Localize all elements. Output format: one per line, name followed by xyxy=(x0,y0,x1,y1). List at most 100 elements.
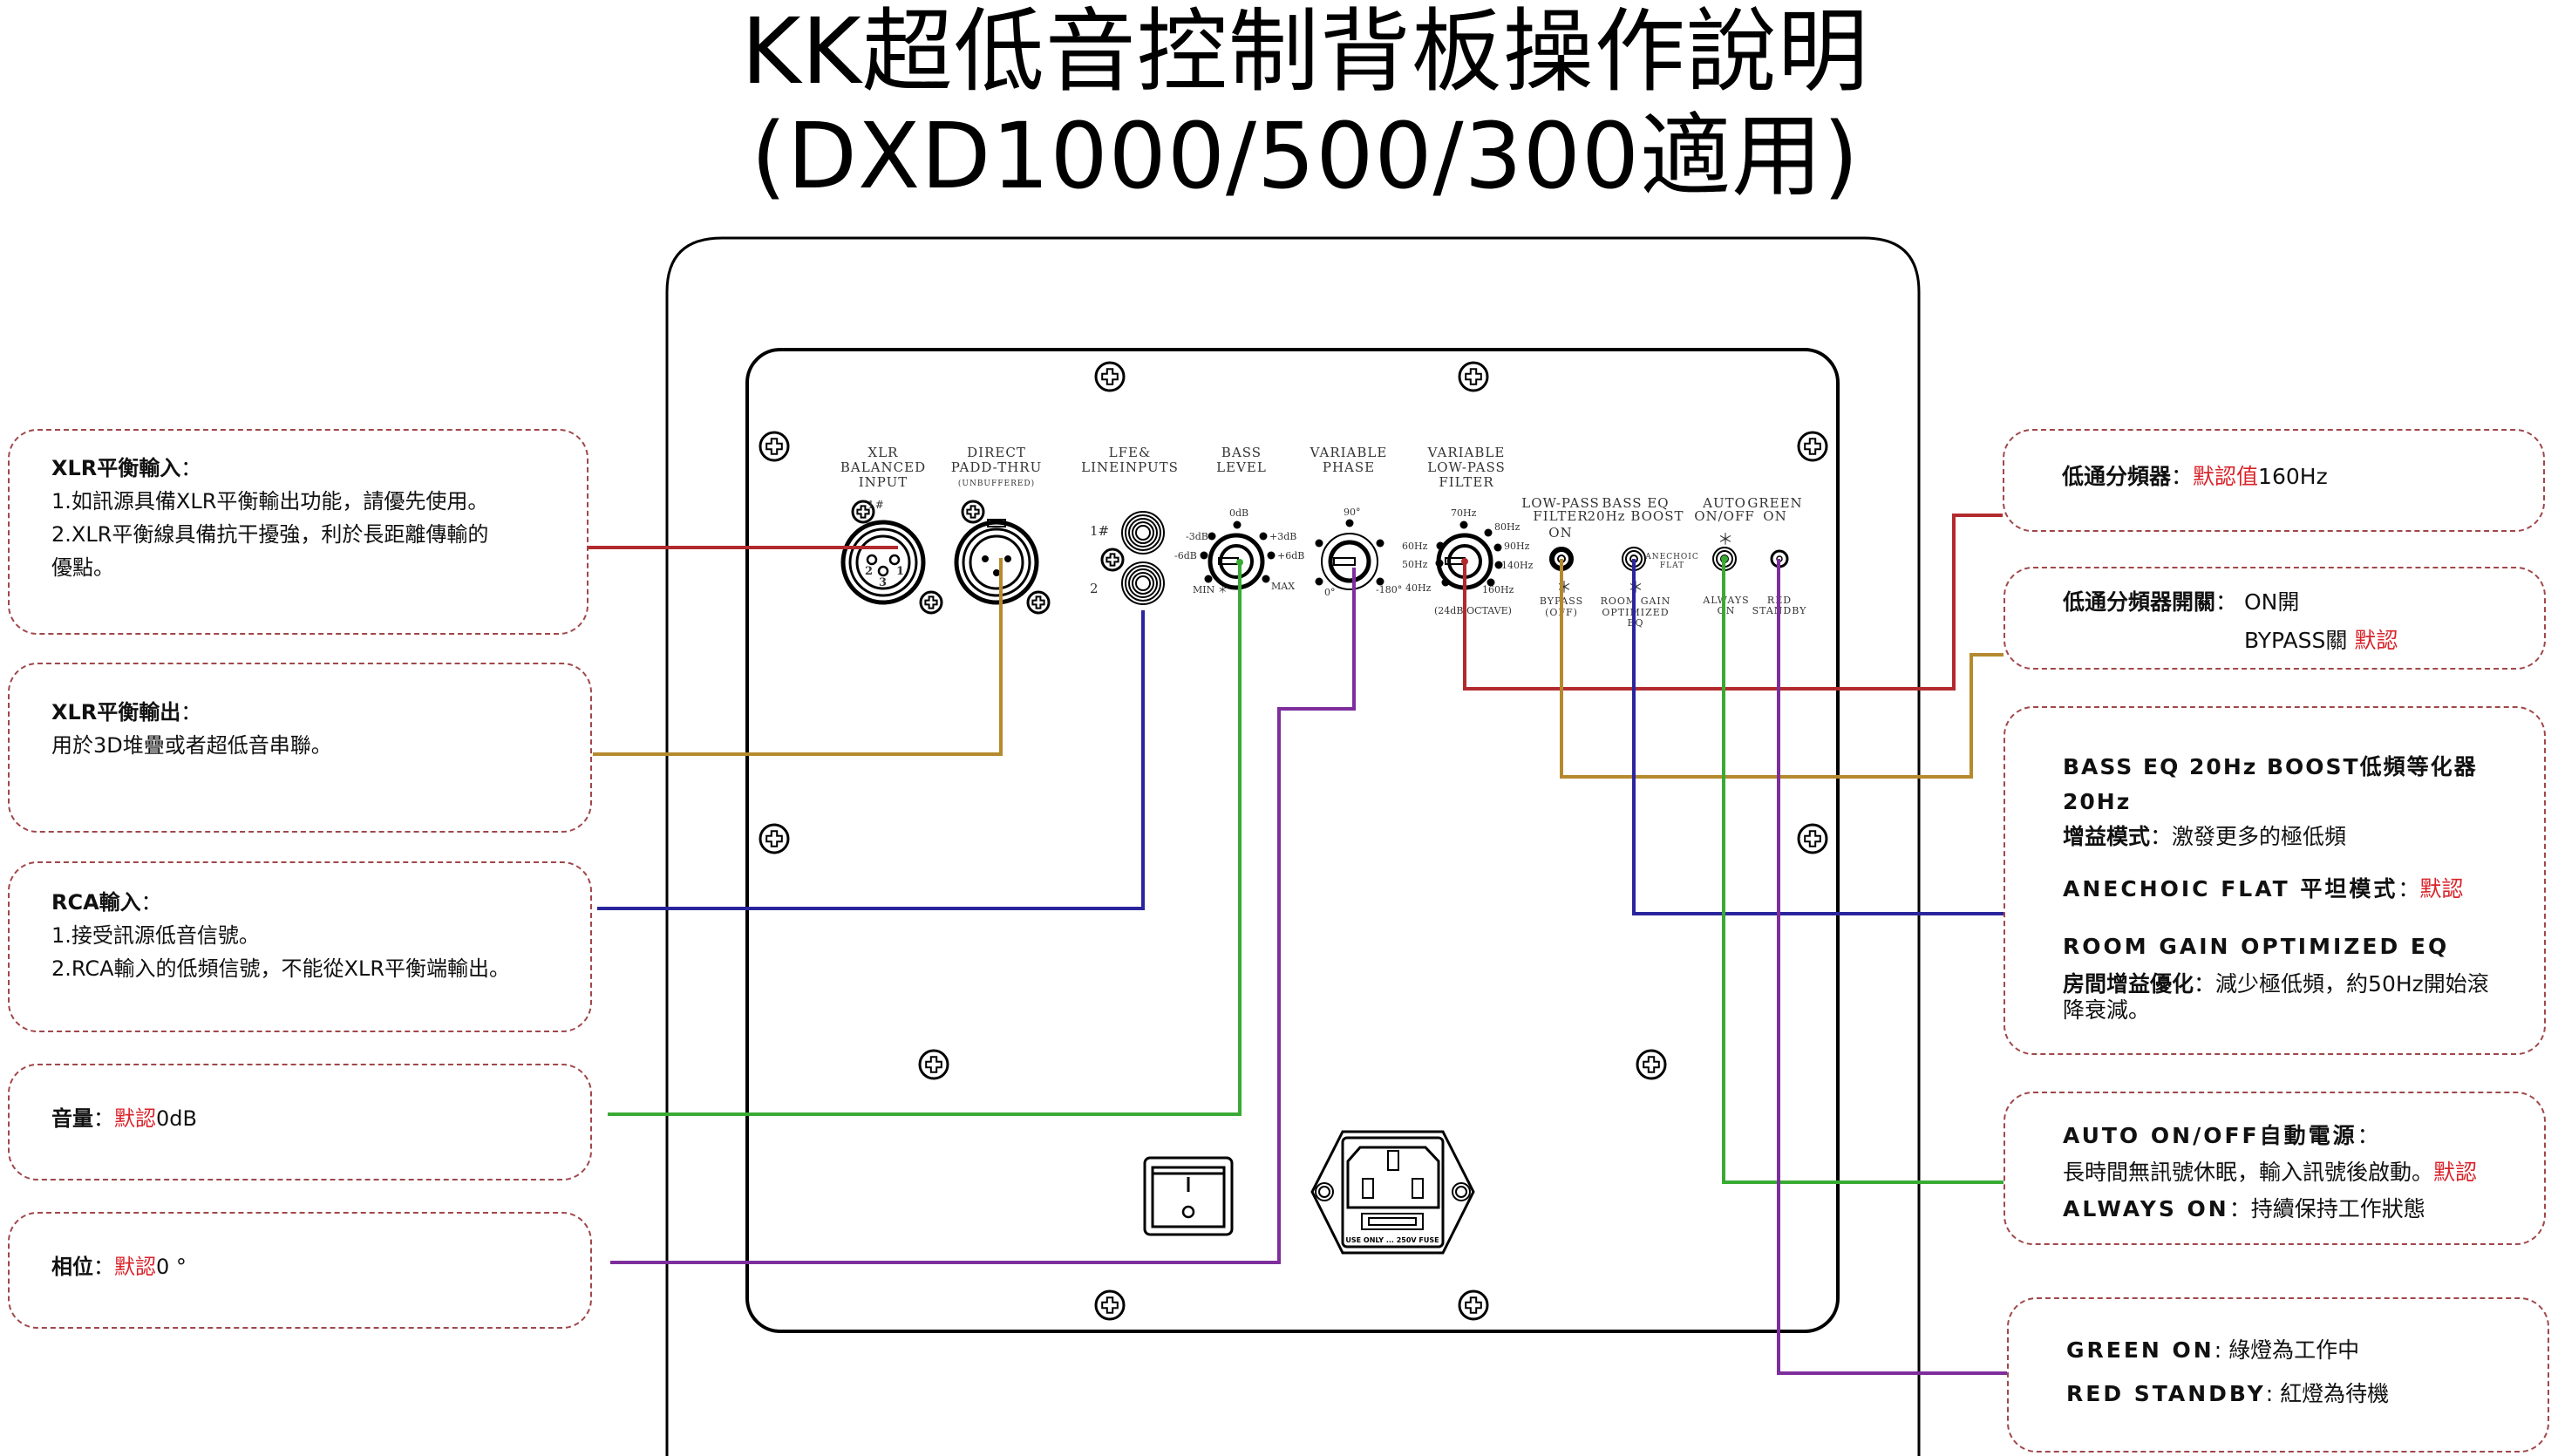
lp-mark-90: 90Hz xyxy=(1504,541,1530,552)
power-inlet xyxy=(1310,1130,1475,1255)
bass-eq-room-label: 房間增益優化 xyxy=(2063,971,2194,997)
xlr-input-label-2: BALANCED xyxy=(840,459,926,475)
auto-label-2: ON/OFF xyxy=(1694,508,1755,524)
rca-input-line-2: 2.RCA輸入的低頻信號，不能從XLR平衡端輸出。 xyxy=(51,956,511,981)
lfe-label-1: LFE& xyxy=(1109,445,1152,460)
xlr-input-line-3: 優點。 xyxy=(51,555,114,580)
xlr-input-label-1: XLR xyxy=(868,445,899,460)
rca-jack-2 xyxy=(1121,561,1165,605)
rca-channel-1: 1# xyxy=(1090,523,1109,539)
lp-switch-label-3: ON xyxy=(1548,525,1572,541)
rca-jack-1 xyxy=(1121,511,1165,555)
bass-mark-min: MIN ＊ xyxy=(1193,584,1228,595)
lowpass-switch-connector-line xyxy=(1560,559,2004,779)
green-on-desc: : 綠燈為工作中 xyxy=(2214,1337,2360,1363)
line-terminal-dot xyxy=(1721,555,1728,562)
screw-icon xyxy=(918,1049,949,1080)
line-terminal-dot xyxy=(1461,558,1468,565)
xlr-output-heading: XLR平衡輸出 xyxy=(51,700,181,725)
bass-eq-flat-default: 默認 xyxy=(2419,876,2464,901)
led-label-1: GREEN xyxy=(1747,495,1802,511)
power-switch xyxy=(1143,1156,1234,1236)
lp-default-marker: ＊ xyxy=(1556,579,1572,597)
lowpass-switch-callout: 低通分頻器開關： ON開 BYPASS關 默認 xyxy=(2004,567,2546,670)
phase-knob xyxy=(1321,533,1378,590)
bass-eq-heading: BASS EQ 20Hz BOOST低頻等化器20Hz xyxy=(2063,754,2478,814)
led-callout: GREEN ON: 綠燈為工作中 RED STANDBY: 紅燈為待機 xyxy=(2007,1297,2549,1453)
lowpass-callout: 低通分頻器：默認值160Hz xyxy=(2003,429,2545,532)
volume-default-value: 0dB xyxy=(156,1106,197,1131)
lowpass-label-1: VARIABLE xyxy=(1427,445,1506,460)
colon: ： xyxy=(2357,1123,2379,1148)
phase-label-1: VARIABLE xyxy=(1310,445,1388,460)
always-on-label: ALWAYS ON xyxy=(2063,1196,2229,1221)
red-standby-label: RED STANDBY xyxy=(2066,1381,2266,1406)
lp-switch-label-1: LOW-PASS xyxy=(1521,495,1600,511)
lp-mark-40: 40Hz xyxy=(1405,582,1432,594)
bass-eq-room-desc: 減少極低頻，約50Hz開始滾降衰減。 xyxy=(2063,971,2489,1023)
phase-default-label: 默認 xyxy=(114,1255,156,1279)
lp-mark-160: 160Hz xyxy=(1482,584,1514,595)
phase-mark-minus180: -180° xyxy=(1376,584,1402,595)
phase-default-value: 0 ° xyxy=(156,1255,187,1279)
lp-mark-60: 60Hz xyxy=(1402,541,1428,552)
bass-eq-room-heading: ROOM GAIN OPTIMIZED EQ xyxy=(2063,934,2450,959)
volume-heading: 音量 xyxy=(51,1106,93,1131)
xlr-output-callout: XLR平衡輸出： 用於3D堆疊或者超低音串聯。 xyxy=(8,663,592,833)
colon: ： xyxy=(180,700,202,725)
bass-mark-minus3: -3dB xyxy=(1186,531,1208,542)
eq-anechoic-2: FLAT xyxy=(1660,561,1684,570)
bass-mark-minus6: -6dB xyxy=(1174,550,1197,561)
eq-anechoic-1: ANECHOIC xyxy=(1644,553,1699,561)
fuse-label: USE ONLY ... 250V FUSE xyxy=(1345,1236,1439,1244)
xlr-output-connector xyxy=(954,519,1039,605)
auto-power-desc: 長時間無訊號休眠，輸入訊號後啟動。 xyxy=(2063,1160,2434,1185)
rca-input-callout: RCA輸入： 1.接受訊源低音信號。 2.RCA輸入的低頻信號，不能從XLR平衡… xyxy=(8,861,592,1032)
lowpass-connector-line xyxy=(1463,514,2003,691)
direct-label-1: DIRECT xyxy=(967,445,1026,460)
bass-level-knob xyxy=(1208,533,1265,590)
direct-label-3: (UNBUFFERED) xyxy=(958,479,1035,488)
xlr-input-heading: XLR平衡輸入 xyxy=(51,456,181,480)
lowpass-dots xyxy=(1435,520,1503,587)
xlr-input-connector xyxy=(840,520,926,605)
bass-mark-0db: 0dB xyxy=(1229,507,1248,519)
screw-icon xyxy=(1458,1289,1489,1321)
phase-mark-0: 0° xyxy=(1324,587,1336,598)
lp-mark-140: 140Hz xyxy=(1501,560,1534,571)
rca-input-heading: RCA輸入 xyxy=(51,890,141,915)
colon: ： xyxy=(2194,971,2216,997)
always-on-desc: 持續保持工作狀態 xyxy=(2250,1196,2425,1221)
lp-slope: (24dB/OCTAVE) xyxy=(1434,605,1512,616)
page-title: KK超低音控制背板操作說明 xyxy=(741,0,1869,105)
bass-eq-label-1: BASS EQ xyxy=(1602,495,1669,511)
bass-level-label-1: BASS xyxy=(1221,445,1262,460)
xlr-pin-1: 1 xyxy=(896,565,904,578)
lowpass-switch-bypass: BYPASS關 xyxy=(2244,628,2348,653)
lowpass-label-2: LOW-PASS xyxy=(1427,459,1506,475)
lp-switch-label-2: FILTER xyxy=(1533,508,1588,524)
screw-icon xyxy=(851,500,875,524)
auto-always-2: ON xyxy=(1718,605,1736,616)
colon: ： xyxy=(2215,589,2238,615)
bass-eq-label-2: 20Hz BOOST xyxy=(1587,508,1684,524)
auto-power-heading: AUTO ON/OFF自動電源 xyxy=(2063,1123,2357,1148)
screw-icon xyxy=(961,500,985,524)
lowpass-default-label: 默認值 xyxy=(2193,464,2259,489)
xlr-input-line-1: 1.如訊源具備XLR平衡輸出功能，請優先使用。 xyxy=(51,489,489,514)
phase-connector-line xyxy=(610,568,1356,1264)
bass-eq-callout: BASS EQ 20Hz BOOST低頻等化器20Hz 增益模式：激發更多的極低… xyxy=(2004,706,2546,1055)
xlr-input-label-3: INPUT xyxy=(859,474,908,490)
led-connector-line xyxy=(1777,559,2007,1375)
lowpass-switch-on: ON開 xyxy=(2243,589,2300,615)
page-subtitle: (DXD1000/500/300適用) xyxy=(751,103,1860,209)
enclosure-outline xyxy=(665,236,1921,1456)
lfe-label-2: LINEINPUTS xyxy=(1081,459,1179,475)
phase-dots xyxy=(1315,519,1384,586)
phase-mark-90: 90° xyxy=(1344,507,1361,518)
rca-channel-2: 2 xyxy=(1090,581,1099,596)
volume-connector-line xyxy=(608,562,1242,1116)
direct-label-2: PADD-THRU xyxy=(951,459,1042,475)
green-on-label: GREEN ON xyxy=(2066,1337,2214,1363)
screw-icon xyxy=(919,590,943,615)
